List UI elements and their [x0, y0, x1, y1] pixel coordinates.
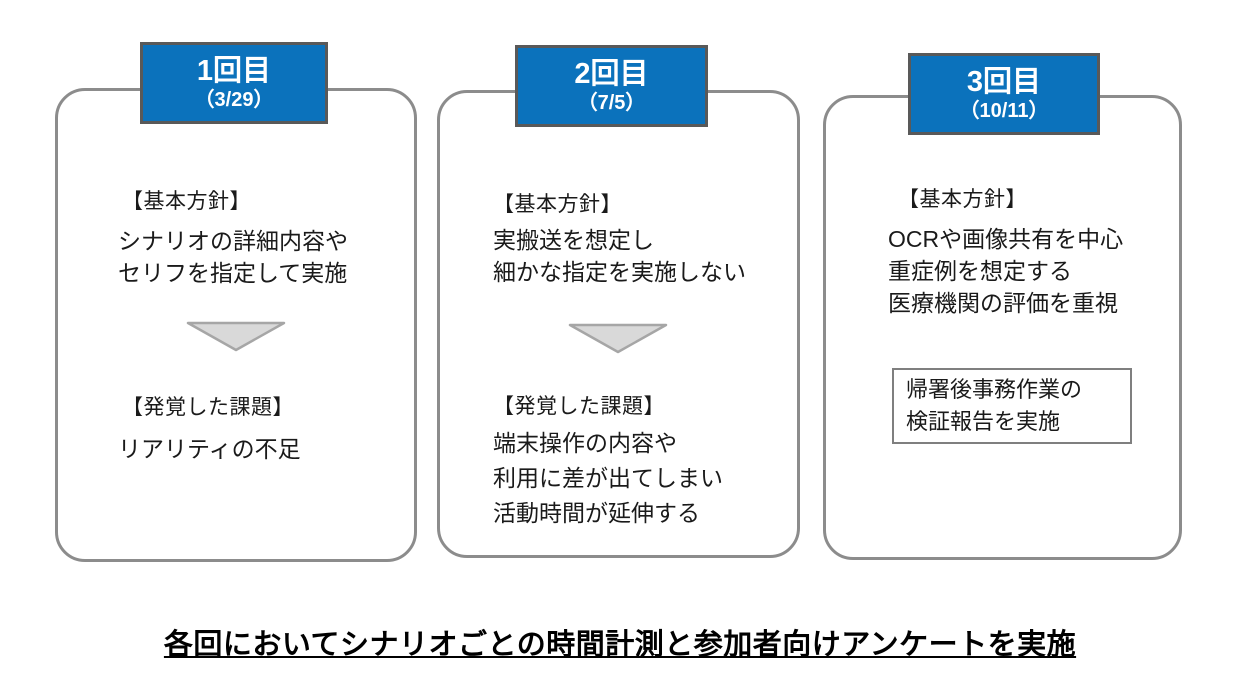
round-3-title: 3回目: [966, 65, 1042, 98]
issue-line: 活動時間が延伸する: [493, 500, 700, 526]
round-2-issue-label: 【発覚した課題】: [493, 395, 665, 418]
policy-line: 細かな指定を実施しない: [493, 259, 746, 285]
note-line: 帰署後事務作業の: [906, 377, 1083, 402]
round-2-policy-text: 実搬送を想定し 細かな指定を実施しない: [493, 224, 746, 288]
round-2-policy-label: 【基本方針】: [493, 193, 622, 216]
policy-line: OCRや画像共有を中心: [888, 226, 1124, 252]
round-1-header-badge: 1回目 （3/29）: [140, 42, 328, 124]
round-3-policy-text: OCRや画像共有を中心 重症例を想定する 医療機関の評価を重視: [888, 223, 1123, 319]
policy-line: 医療機関の評価を重視: [888, 290, 1118, 316]
round-2-title: 2回目: [574, 57, 649, 90]
footer-summary-text: 各回においてシナリオごとの時間計測と参加者向けアンケートを実施: [163, 629, 1077, 661]
round-1-date: （3/29）: [194, 89, 274, 112]
round-1-issue-text: リアリティの不足: [118, 433, 301, 465]
round-2-panel: 【基本方針】 実搬送を想定し 細かな指定を実施しない 【発覚した課題】 端末操作…: [437, 90, 800, 558]
round-1-title: 1回目: [196, 54, 272, 87]
issue-line: 利用に差が出てしまい: [493, 465, 723, 491]
round-3-header-badge: 3回目 （10/11）: [908, 53, 1100, 135]
policy-line: セリフを指定して実施: [118, 260, 348, 286]
round-3-policy-label: 【基本方針】: [898, 188, 1027, 211]
round-2-header-badge: 2回目 （7/5）: [515, 45, 708, 127]
round-3-note-box: 帰署後事務作業の 検証報告を実施: [892, 368, 1132, 444]
round-3-date: （10/11）: [959, 100, 1049, 123]
down-arrow-triangle: [186, 321, 286, 352]
round-3-panel: 【基本方針】 OCRや画像共有を中心 重症例を想定する 医療機関の評価を重視 帰…: [823, 95, 1182, 560]
round-2-date: （7/5）: [577, 92, 646, 115]
round-1-policy-text: シナリオの詳細内容や セリフを指定して実施: [118, 225, 348, 289]
policy-line: シナリオの詳細内容や: [118, 228, 348, 254]
round-1-policy-label: 【基本方針】: [122, 190, 251, 213]
policy-line: 重症例を想定する: [888, 258, 1072, 284]
round-2-issue-text: 端末操作の内容や 利用に差が出てしまい 活動時間が延伸する: [493, 426, 723, 531]
note-line: 検証報告を実施: [906, 409, 1061, 434]
round-1-panel: 【基本方針】 シナリオの詳細内容や セリフを指定して実施 【発覚した課題】 リア…: [55, 88, 417, 562]
down-arrow-triangle: [568, 323, 668, 354]
round-1-issue-label: 【発覚した課題】: [122, 396, 294, 419]
policy-line: 実搬送を想定し: [493, 227, 654, 253]
issue-line: 端末操作の内容や: [493, 430, 677, 456]
issue-line: リアリティの不足: [118, 436, 301, 462]
